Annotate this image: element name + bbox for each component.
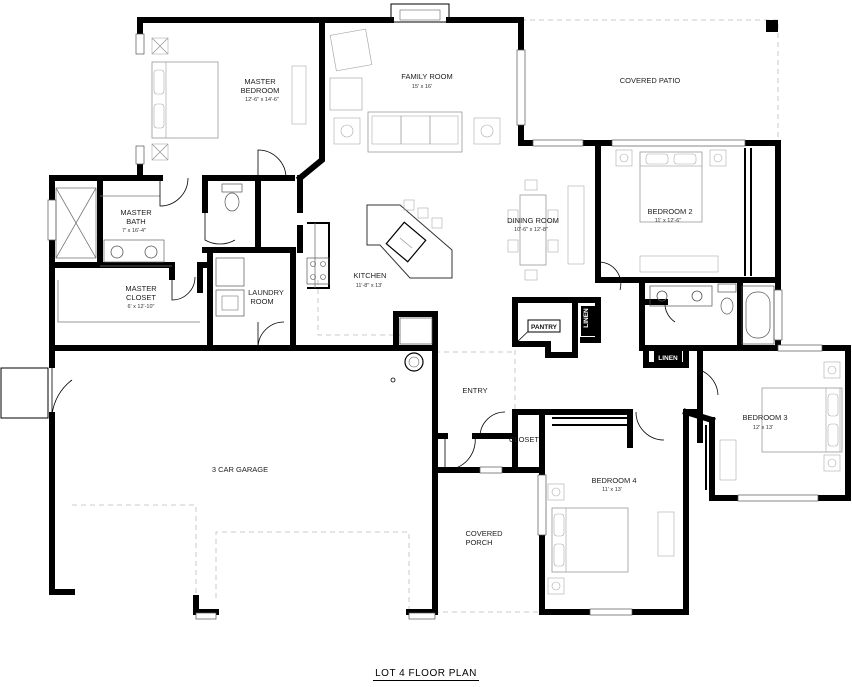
laundry-room-name-line1: LAUNDRY	[248, 288, 284, 297]
plan-title: LOT 4 FLOOR PLAN	[0, 668, 852, 681]
master-bath-name-line1: MASTER	[120, 208, 152, 217]
master-bath-name-line2: BATH	[126, 217, 145, 226]
master-closet-name-line1: MASTER	[125, 284, 157, 293]
entry-name: ENTRY	[462, 386, 487, 395]
pantry-tag	[527, 319, 561, 333]
partitions	[57, 148, 752, 490]
linen-label-1: LINEN	[583, 308, 590, 328]
fireplace	[390, 3, 450, 23]
kitchen-name: KITCHEN	[354, 271, 387, 280]
walls	[0, 17, 851, 615]
furniture	[151, 28, 843, 595]
master-closet-name-line2: CLOSET	[126, 293, 156, 302]
master-bedroom-name-line1: MASTER	[244, 77, 276, 86]
room-labels: FAMILY ROOM 15' x 16' MASTER BEDROOM 12'…	[120, 72, 787, 547]
bedroom-4-name: BEDROOM 4	[591, 476, 636, 485]
doors	[51, 149, 719, 471]
master-bedroom-name-line2: BEDROOM	[241, 86, 280, 95]
fixtures	[55, 20, 778, 383]
garage-name: 3 CAR GARAGE	[212, 465, 268, 474]
closet-name: CLOSET	[509, 435, 539, 444]
linen-tag-2	[654, 351, 682, 363]
kitchen-dims: 11'-8" x 13'	[356, 283, 383, 289]
bedroom-3-dims: 12' x 13'	[753, 425, 773, 431]
bedroom-2-name: BEDROOM 2	[647, 207, 692, 216]
covered-porch-name-line1: COVERED	[465, 529, 503, 538]
family-room-dims: 15' x 16'	[412, 84, 432, 90]
bedroom-4-dims: 11' x 13'	[602, 487, 622, 493]
dining-room-name: DINING ROOM	[507, 216, 559, 225]
covered-patio-name: COVERED PATIO	[620, 76, 681, 85]
tags: PANTRY LINEN LINEN	[527, 306, 682, 363]
dining-room-dims: 10'-6" x 12'-8"	[514, 227, 548, 233]
master-bedroom-dims: 12'-6" x 14'-6"	[245, 97, 279, 103]
windows	[47, 33, 823, 620]
linen-label-2: LINEN	[658, 355, 678, 362]
master-closet-dims: 6' x 12'-10"	[128, 304, 155, 310]
bedroom-3-name: BEDROOM 3	[742, 413, 787, 422]
master-bath-dims: 7' x 16'-4"	[122, 228, 146, 234]
covered-porch-name-line2: PORCH	[465, 538, 492, 547]
plan-title-text: LOT 4 FLOOR PLAN	[373, 668, 479, 681]
laundry-room-name-line2: ROOM	[250, 297, 273, 306]
family-room-name: FAMILY ROOM	[401, 72, 452, 81]
pantry-label: PANTRY	[531, 324, 558, 331]
bedroom-2-dims: 11' x 12'-6"	[655, 218, 682, 224]
linen-tag-1	[581, 306, 595, 336]
